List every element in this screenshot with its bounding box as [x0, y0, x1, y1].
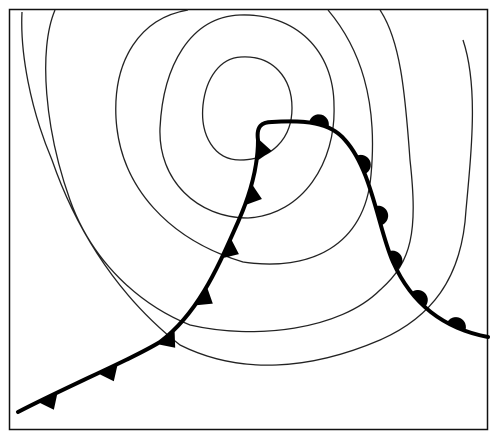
cold-front-triangle: [38, 392, 58, 409]
map-border: [10, 10, 488, 430]
isobars: [22, 10, 473, 365]
isobar-5: [22, 12, 473, 365]
isobar-4: [46, 10, 414, 332]
warm-front-line: [272, 121, 488, 337]
cold-front-triangle: [257, 139, 272, 161]
warm-front-semicircle: [411, 290, 428, 307]
isobar-3: [116, 10, 373, 264]
cold-front-triangle: [158, 330, 175, 348]
cold-front-triangles: [38, 139, 272, 410]
cold-front-line: [18, 122, 272, 412]
isobar-2: [160, 15, 334, 218]
warm-front-semicircles: [309, 114, 466, 331]
isobar-1: [203, 57, 292, 160]
